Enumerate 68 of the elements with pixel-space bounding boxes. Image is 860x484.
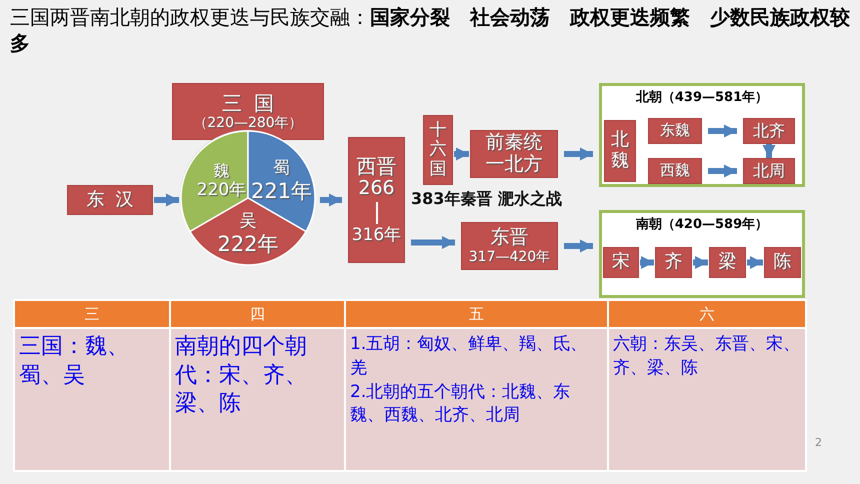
arrow [708, 164, 737, 178]
node-text: 魏 [214, 162, 230, 181]
node-text: 北齐 [753, 122, 785, 140]
node-text: 前秦统一北方 [484, 132, 544, 176]
cell-text: 1.五胡：匈奴、鲜卑、羯、氐、羌 [350, 333, 588, 380]
node-text: 东晋 [490, 227, 528, 249]
arrow [564, 239, 593, 253]
period-box [648, 118, 702, 144]
period-box [764, 247, 801, 278]
period-box [67, 185, 153, 215]
annotation-text: 383年秦晋 淝水之战 [411, 189, 562, 210]
period-box [604, 120, 636, 182]
period-box [655, 247, 692, 278]
arrow [454, 147, 469, 161]
period-box [743, 118, 795, 144]
node-text: 北周 [753, 162, 785, 180]
node-text: 十六国 [428, 120, 448, 180]
node-text: 陈 [772, 252, 792, 273]
node-text: 317—420年 [468, 248, 550, 265]
period-box [172, 83, 324, 140]
node-text: 吴 [240, 212, 256, 232]
arrow [708, 124, 737, 138]
header-cell: 六 [608, 300, 806, 328]
arrow [762, 144, 776, 158]
group-title: 北朝（439—581年） [636, 91, 768, 106]
node-text: 222年 [217, 232, 279, 256]
node-text: 北魏 [610, 130, 630, 172]
period-box [743, 158, 795, 184]
node-text: 西晋 [356, 154, 396, 178]
group-title: 南朝（420—589年） [636, 218, 768, 233]
dynasty-group [599, 83, 805, 187]
period-box [709, 247, 746, 278]
period-box [423, 115, 453, 185]
node-text: 宋 [611, 252, 631, 273]
period-box [470, 130, 558, 178]
arrow [154, 193, 180, 207]
node-text: 221年 [250, 178, 312, 204]
node-text: 蜀 [273, 159, 290, 179]
dynasty-group [599, 210, 805, 298]
node-text: 东魏 [660, 122, 690, 140]
node-text: 梁 [718, 252, 738, 273]
period-box [461, 222, 558, 270]
cell-text: 三国：魏、蜀、吴 [19, 333, 130, 390]
period-box [648, 158, 702, 184]
node-text: 220年 [196, 180, 246, 200]
node-text: 西魏 [660, 162, 690, 180]
period-box [348, 137, 405, 263]
arrow [747, 256, 763, 270]
node-text: 三国 [222, 92, 286, 115]
node-text: 东汉 [86, 190, 144, 210]
arrow [693, 256, 708, 270]
node-text: 266 [358, 178, 395, 200]
arrow [411, 236, 455, 250]
cell-text: 南朝的四个朝代：宋、齐、梁、陈 [175, 333, 308, 418]
header-cell: 四 [170, 300, 345, 328]
node-text: 316年 [352, 226, 402, 246]
cell-text: 六朝：东吴、东晋、宋、齐、梁、陈 [613, 333, 801, 380]
period-box [603, 247, 639, 278]
page-title: 三国两晋南北朝的政权更迭与民族交融：国家分裂 社会动荡 政权更迭频繁 少数民族政权较多 [10, 4, 851, 56]
cell-text: 2.北朝的五个朝代：北魏、东魏、西魏、北齐、北周 [350, 380, 572, 428]
header-cell: 三 [14, 300, 170, 328]
arrow [564, 147, 593, 161]
header-cell: 五 [345, 300, 608, 328]
arrow [640, 256, 654, 270]
arrow [320, 193, 342, 207]
page-number: 2 [815, 436, 822, 449]
node-text: 齐 [664, 252, 684, 273]
node-text: （220—280年） [193, 114, 303, 132]
